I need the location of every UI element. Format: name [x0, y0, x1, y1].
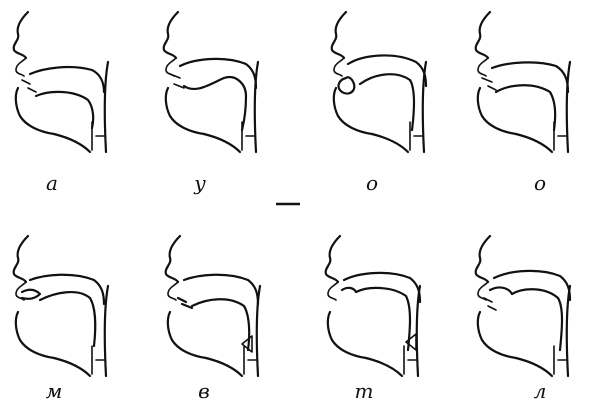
panel-l [476, 236, 570, 376]
panel-a [14, 12, 108, 152]
panel-label-o-right: о [534, 171, 546, 195]
panel-label-o: о [366, 171, 378, 195]
panel-t [326, 236, 420, 376]
panel-label-l: л [534, 379, 547, 403]
panel-m [14, 236, 108, 376]
panel-u [164, 12, 258, 152]
panel-label-t: т [355, 379, 374, 403]
panel-v [166, 236, 260, 376]
panel-label-u: у [193, 171, 206, 195]
panel-label-v: в [198, 379, 210, 403]
panel-o [332, 12, 426, 152]
panel-label-a: а [46, 171, 58, 195]
panel-o2 [476, 12, 570, 152]
panel-label-m: м [46, 379, 63, 403]
